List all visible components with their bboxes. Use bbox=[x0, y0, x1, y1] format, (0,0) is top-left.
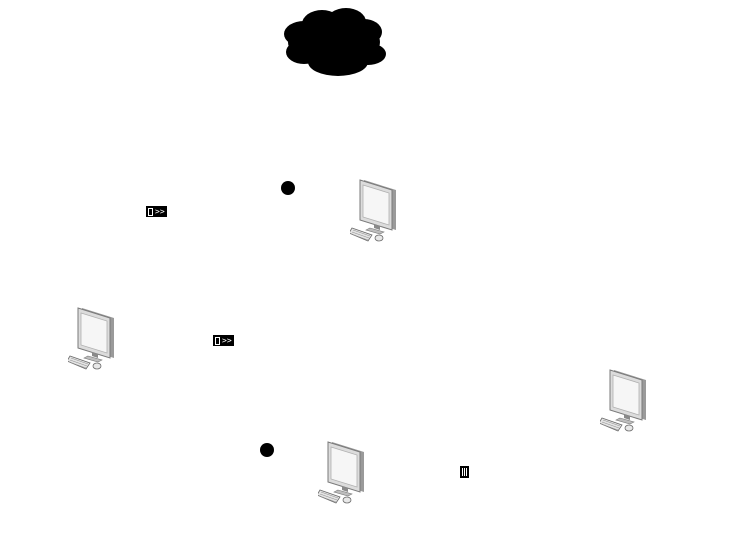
computer-icon[interactable] bbox=[68, 306, 120, 372]
dot-icon bbox=[260, 443, 274, 457]
computer-icon[interactable] bbox=[350, 178, 402, 244]
computer-icon[interactable] bbox=[600, 368, 652, 434]
badge-arrows: >> bbox=[222, 336, 232, 345]
badge-arrows: >> bbox=[155, 207, 165, 216]
dot-icon bbox=[281, 181, 295, 195]
server-icon bbox=[460, 466, 469, 478]
computer-icon[interactable] bbox=[318, 440, 370, 506]
box-icon bbox=[148, 207, 153, 216]
command-badge: >> bbox=[146, 206, 167, 217]
command-badge: >> bbox=[213, 335, 234, 346]
cloud-icon bbox=[284, 8, 386, 76]
box-icon bbox=[215, 336, 220, 345]
